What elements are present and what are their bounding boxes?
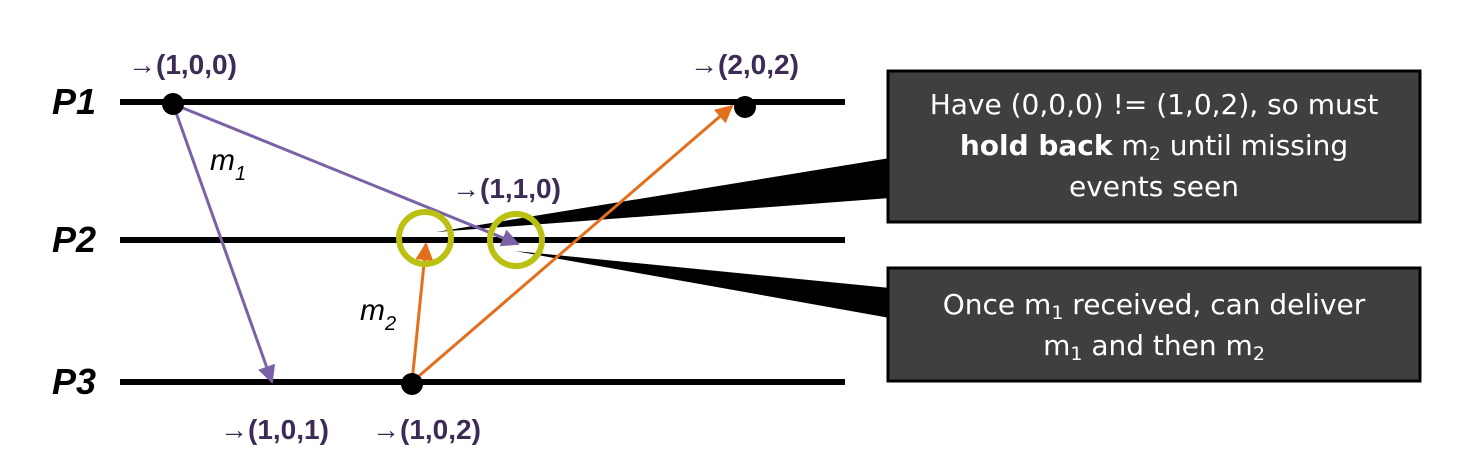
callout-bottom-pointer [515,251,890,318]
p1-label: P1 [52,81,96,122]
callout-top-pointer [436,158,890,232]
highlight-ring-m2-arrival [396,209,454,267]
timestamp-p1-first: →(1,0,0) [128,49,237,80]
callout-bottom-box [886,266,1422,383]
event-p1-send-m1 [162,93,184,115]
callout-top-text: Have (0,0,0) != (1,0,2), so must hold ba… [890,84,1418,207]
timestamp-p1-second: →(2,0,2) [690,49,799,80]
highlight-ring-m1-arrival [487,211,545,269]
callout-top-box [886,69,1422,224]
callout-top-line3: events seen [1068,170,1240,203]
timestamp-p3-second: →(1,0,2) [372,414,481,445]
event-p3-send-m2 [401,373,423,395]
m2-arrow-to-p2 [410,242,434,383]
timestamp-p3-first: →(1,0,1) [220,414,329,445]
timestamp-p2: →(1,1,0) [452,173,561,204]
callout-bottom-line2: m1 and then m2 [1043,329,1265,365]
m1-arrow-to-p3 [171,103,276,384]
callout-bottom-line1: Once m1 received, can deliver [942,288,1366,324]
p2-label: P2 [52,219,96,260]
m2-label: m2 [360,294,396,335]
m2-arrow-to-p1 [411,104,734,384]
event-p1-receive-m2 [734,96,756,118]
callout-bottom-text: Once m1 received, can deliver m1 and the… [890,284,1418,366]
m1-label: m1 [210,144,246,185]
p3-label: P3 [52,361,96,402]
callout-top-line2: hold back m2 until missing [959,129,1349,165]
callout-top-line1: Have (0,0,0) != (1,0,2), so must [929,88,1379,121]
m1-arrow-to-p2 [172,102,520,247]
